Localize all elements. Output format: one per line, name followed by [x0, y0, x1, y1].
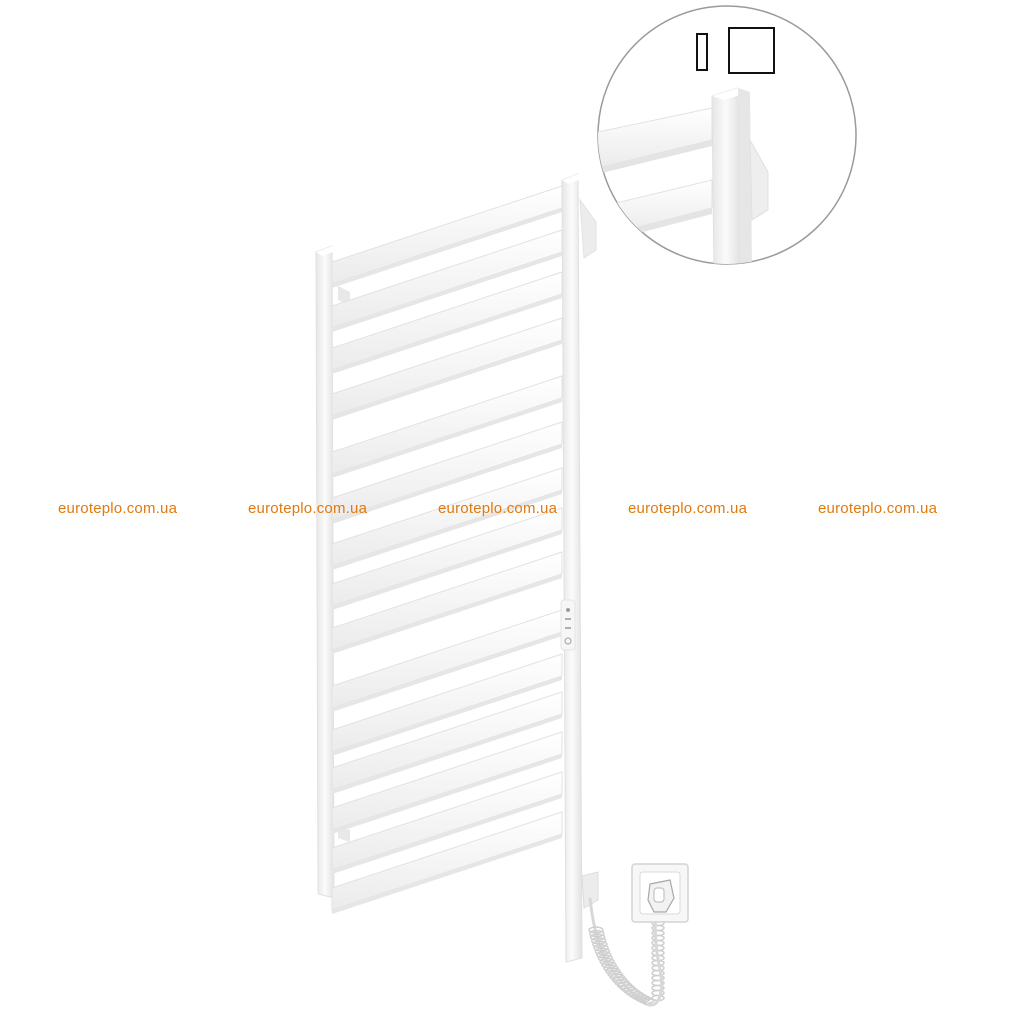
watermark-text-4: euroteplo.com.ua	[628, 500, 748, 517]
rung	[331, 771, 563, 874]
rung-underside	[332, 834, 562, 914]
thermostat-plus-icon	[565, 618, 571, 620]
cable-coil-loop	[599, 957, 615, 966]
cable-coil-loop	[588, 926, 604, 934]
rung	[331, 467, 563, 570]
power-plug	[647, 879, 675, 913]
detail-inset	[597, 5, 857, 265]
rung	[331, 271, 563, 374]
rung-underside	[332, 340, 562, 420]
rung-underside	[332, 294, 562, 374]
rung	[331, 811, 563, 914]
cable-coil-loop	[589, 933, 606, 941]
rungs	[331, 185, 563, 914]
rung-underside	[332, 676, 562, 756]
rung	[331, 421, 563, 524]
rung-underside	[332, 444, 562, 524]
rung-underside	[332, 632, 562, 712]
cable-coil-loop	[592, 940, 608, 949]
square-profile-icon	[728, 27, 775, 74]
cable-coil-loop	[603, 964, 619, 972]
watermark-text-3: euroteplo.com.ua	[438, 500, 558, 517]
towel-radiator	[315, 173, 689, 1007]
rung-underside	[332, 398, 562, 478]
right-rail	[561, 173, 599, 963]
rung	[331, 691, 563, 794]
rectangle-profile-icon	[696, 33, 708, 71]
cable-coil-loop	[593, 944, 609, 952]
rung	[331, 507, 563, 610]
cable-coil-loop	[601, 961, 617, 969]
rung	[331, 551, 563, 654]
wall-socket	[631, 863, 689, 923]
cable-coil-loop	[596, 951, 612, 959]
watermark-text-1: euroteplo.com.ua	[58, 500, 178, 517]
rung-underside	[332, 252, 562, 332]
power-icon	[564, 637, 572, 645]
rung	[331, 317, 563, 420]
rung-underside	[332, 754, 562, 834]
cable-coil-loop	[590, 937, 607, 945]
watermark-text-5: euroteplo.com.ua	[818, 500, 938, 517]
thermostat-minus-icon	[565, 627, 571, 629]
rung	[331, 375, 563, 478]
rung-underside	[332, 530, 562, 610]
thermostat-led-icon	[566, 608, 570, 612]
coiled-cable	[588, 897, 665, 1007]
rung	[331, 731, 563, 834]
rung-underside	[332, 794, 562, 874]
rung-underside	[332, 714, 562, 794]
cable-coil-loop	[597, 954, 614, 962]
thermostat-control[interactable]	[560, 599, 576, 651]
rung-underside	[332, 208, 562, 288]
rung	[331, 653, 563, 756]
rung-underside	[332, 574, 562, 654]
rung-underside	[332, 490, 562, 570]
cable-coils	[588, 914, 665, 1006]
watermark-text-2: euroteplo.com.ua	[248, 500, 368, 517]
cable-coil-loop	[589, 929, 605, 938]
cable-coil-loop	[594, 947, 611, 956]
